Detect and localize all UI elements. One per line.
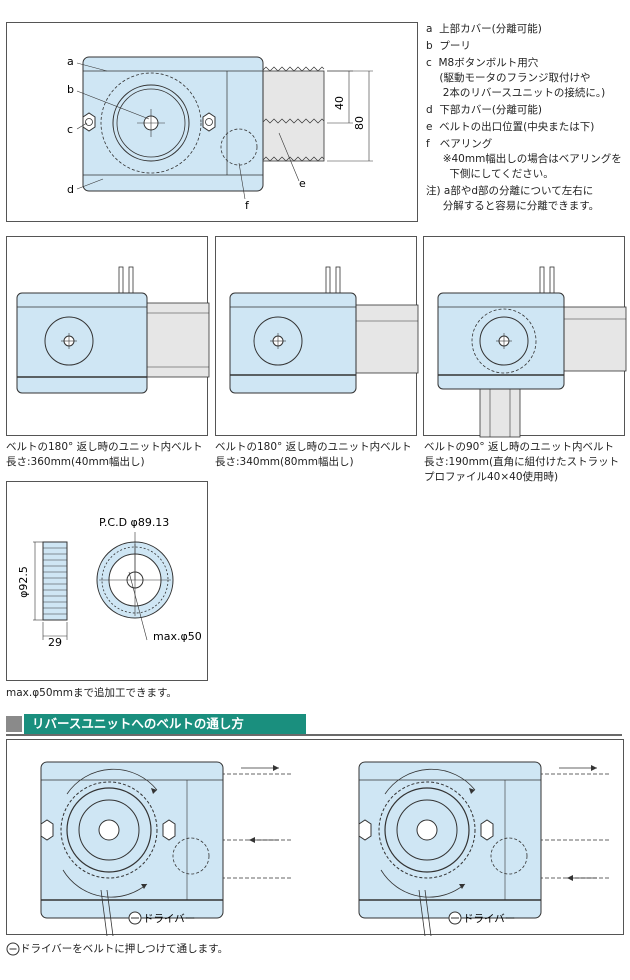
caption-2-line1: ベルトの180° 返し時のユニット内ベルト (215, 441, 412, 453)
unit-drawing-1 (16, 266, 210, 394)
legend-c3: 2本のリバースユニットの接続に。) (426, 87, 606, 99)
label-d: d (67, 183, 74, 196)
bolt-left (82, 112, 96, 132)
legend-b: b プーリ (426, 40, 471, 52)
label-b: b (67, 83, 74, 96)
legend-f1: f ベアリング (426, 138, 493, 150)
pulley-width: 29 (48, 636, 62, 649)
unit-drawing-2 (229, 266, 419, 394)
pulley-side-view (42, 541, 68, 621)
dim-80: 80 (353, 116, 366, 130)
dim-40: 40 (333, 96, 346, 110)
threading-unit-left: ドライバー (40, 761, 291, 937)
config-panel-180-40 (6, 236, 210, 436)
section-marker-icon (6, 716, 22, 732)
caption-2-line2: 長さ:340mm(80mm幅出し) (215, 456, 354, 468)
label-a: a (67, 55, 74, 68)
threading-unit-right: ドライバー (358, 761, 609, 937)
belt-threading-panel: ドライバー ドライバー (6, 739, 624, 937)
config-panel-90 (423, 236, 627, 438)
reverse-unit-top-drawing: 40 80 a b c d e f (67, 55, 373, 212)
legend-a: a 上部カバー(分離可能) (426, 23, 542, 35)
config-panel-180-80 (215, 236, 419, 436)
section-title: リバースユニットへのベルトの通し方 (24, 714, 306, 734)
legend-f2: ※40mm幅出しの場合はベアリングを (426, 153, 622, 165)
caption-3-line3: プロファイル40×40使用時) (424, 471, 559, 483)
belt-threading-drawing: ドライバー ドライバー (40, 761, 609, 937)
legend-d: d 下部カバー(分離可能) (426, 104, 543, 116)
unit-body (82, 56, 264, 192)
caption-3-line2: 長さ:190mm(直角に組付けたストラット (424, 456, 620, 468)
bearing (220, 128, 258, 166)
pulley-note: max.φ50mmまで追加工できます。 (6, 687, 177, 699)
legend-c2: (駆動モータのフランジ取付けや (426, 72, 591, 84)
footer-note: ドライバーをベルトに押しつけて通します。 (20, 943, 229, 955)
pulley-bore: max.φ50 (153, 630, 202, 643)
legend-note2: 分解すると容易に分離できます。 (426, 200, 600, 212)
label-e: e (299, 177, 306, 190)
label-c: c (67, 123, 73, 136)
label-f: f (245, 199, 250, 212)
caption-1-line2: 長さ:360mm(40mm幅出し) (6, 456, 145, 468)
unit-drawing-3 (437, 266, 627, 438)
legend-c1: c M8ボタンボルト用穴 (426, 57, 539, 69)
legend-note1: 注) a部やd部の分離について左右に (426, 185, 594, 197)
driver-label-left: ドライバー (143, 913, 195, 925)
pulley-panel: φ92.5 29 P.C.D φ89.13 max.φ50 (6, 481, 208, 681)
pulley-pcd: P.C.D φ89.13 (99, 516, 169, 529)
pulley-outer (100, 72, 202, 174)
legend-e: e ベルトの出口位置(中央または下) (426, 121, 595, 133)
caption-3-line1: ベルトの90° 返し時のユニット内ベルト (424, 441, 614, 453)
top-diagram-panel: 40 80 a b c d e f (6, 22, 418, 222)
bolt-right (202, 112, 216, 132)
legend-f3: 下側にしてください。 (426, 168, 554, 180)
caption-1-line1: ベルトの180° 返し時のユニット内ベルト (6, 441, 203, 453)
section-header: リバースユニットへのベルトの通し方 (6, 714, 622, 736)
pulley-drawing: φ92.5 29 P.C.D φ89.13 max.φ50 (17, 516, 202, 649)
pulley-diameter: φ92.5 (17, 566, 30, 598)
driver-label-right: ドライバー (463, 913, 515, 925)
minus-circle-icon (6, 942, 20, 956)
belt-strip (261, 70, 325, 162)
